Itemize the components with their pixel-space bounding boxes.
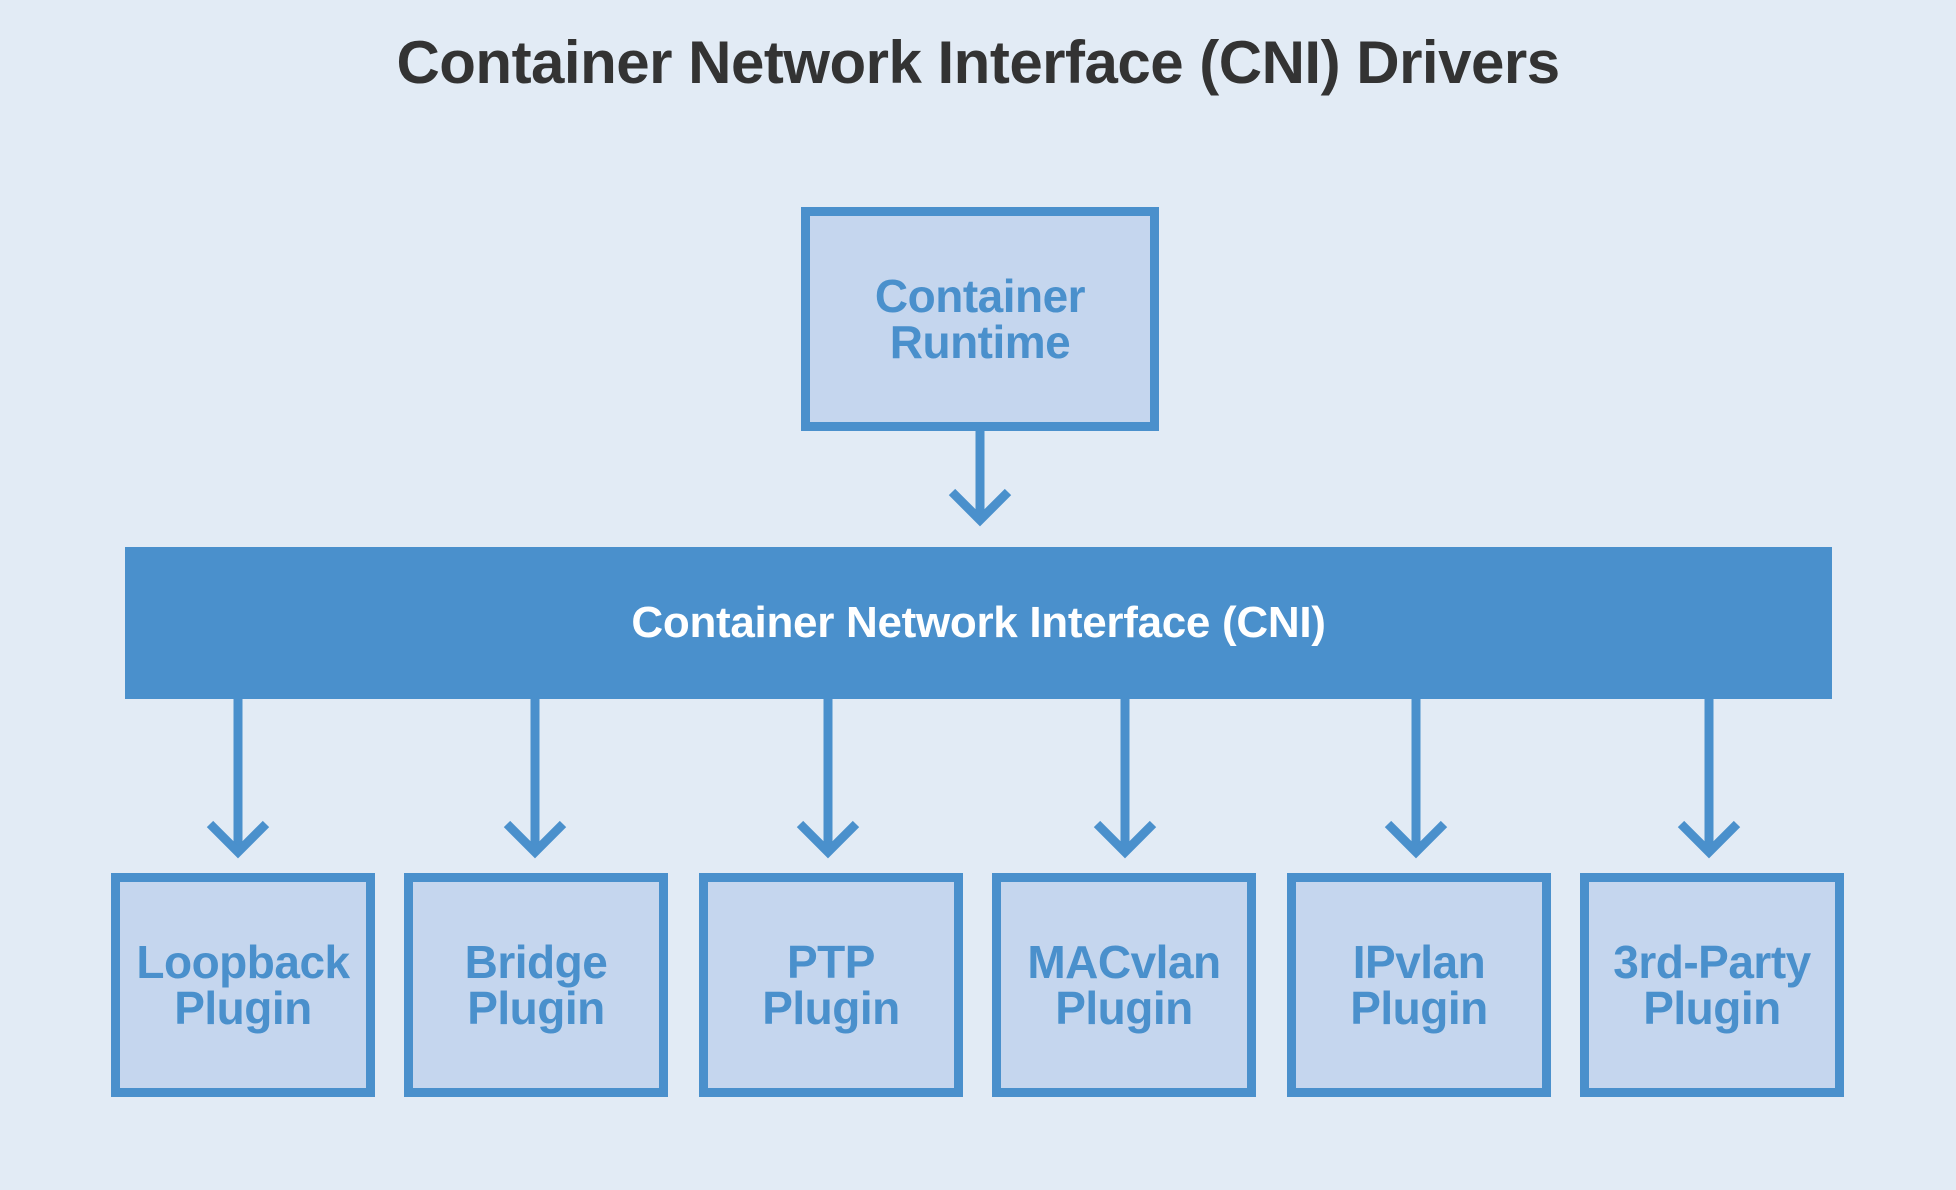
bridge-plugin-label: Bridge Plugin (464, 936, 608, 1034)
arrow-cni-to-ipvlan (1384, 699, 1448, 859)
arrow-cni-to-loopback (206, 699, 270, 859)
loopback-plugin-box: Loopback Plugin (111, 873, 375, 1097)
arrow-cni-to-3rd-party (1677, 699, 1741, 859)
arrow-runtime-to-cni (948, 431, 1012, 527)
ipvlan-plugin-box: IPvlan Plugin (1287, 873, 1551, 1097)
3rd-party-plugin-box: 3rd-Party Plugin (1580, 873, 1844, 1097)
ptp-plugin-box: PTP Plugin (699, 873, 963, 1097)
ptp-plugin-label: PTP Plugin (762, 936, 900, 1034)
diagram-title: Container Network Interface (CNI) Driver… (396, 29, 1560, 96)
loopback-plugin-label: Loopback Plugin (136, 936, 350, 1034)
arrow-cni-to-bridge (503, 699, 567, 859)
ipvlan-plugin-label: IPvlan Plugin (1350, 936, 1488, 1034)
arrow-cni-to-ptp (796, 699, 860, 859)
container-runtime-box: Container Runtime (801, 207, 1159, 431)
3rd-party-plugin-label: 3rd-Party Plugin (1613, 936, 1811, 1034)
macvlan-plugin-box: MACvlan Plugin (992, 873, 1256, 1097)
cni-bar: Container Network Interface (CNI) (125, 547, 1832, 699)
cni-label: Container Network Interface (CNI) (631, 598, 1326, 647)
bridge-plugin-box: Bridge Plugin (404, 873, 668, 1097)
container-runtime-label: Container Runtime (874, 270, 1086, 368)
arrow-cni-to-macvlan (1093, 699, 1157, 859)
macvlan-plugin-label: MACvlan Plugin (1027, 936, 1221, 1034)
